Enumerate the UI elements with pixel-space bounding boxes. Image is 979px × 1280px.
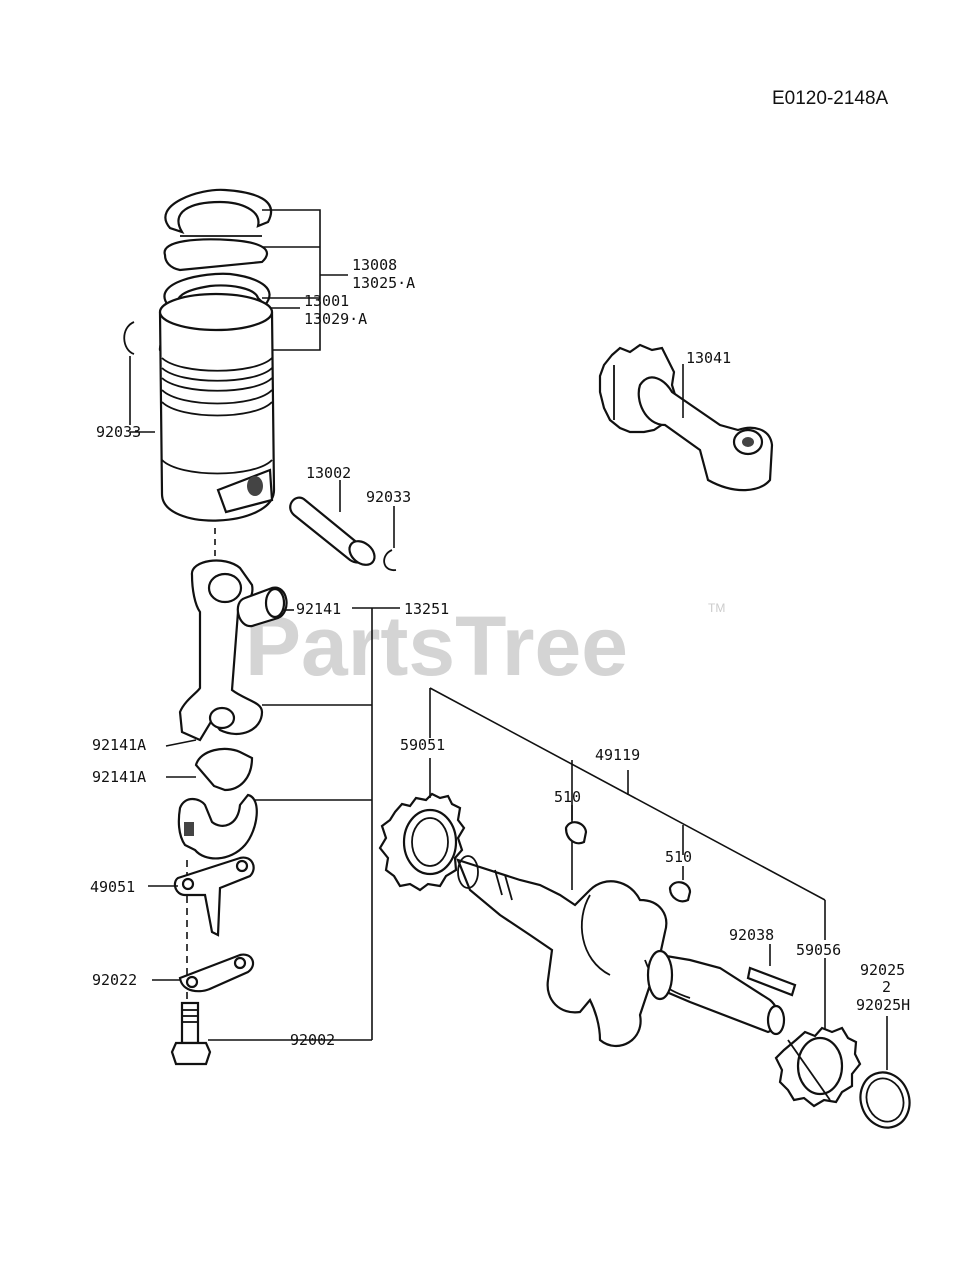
piston[interactable] (158, 292, 276, 522)
part-label-92033-right[interactable]: 92033 (366, 488, 411, 506)
part-label-59051[interactable]: 59051 (400, 736, 445, 754)
part-label-92033-left[interactable]: 92033 (96, 423, 141, 441)
part-label-13002[interactable]: 13002 (306, 464, 351, 482)
part-label-92038[interactable]: 92038 (729, 926, 774, 944)
crankshaft[interactable] (456, 855, 786, 1047)
part-label-92025h[interactable]: 92025H (856, 996, 910, 1014)
part-label-510-lower[interactable]: 510 (665, 848, 692, 866)
balancer-drive-gear[interactable] (774, 1026, 862, 1108)
bearing-insert[interactable] (194, 747, 254, 792)
crankshaft-gear[interactable] (378, 792, 466, 892)
circlip[interactable] (383, 549, 397, 571)
connecting-rod-bolt[interactable] (170, 1001, 212, 1066)
part-label-13251[interactable]: 13251 (404, 600, 449, 618)
piston-ring[interactable] (163, 238, 268, 272)
part-label-92022[interactable]: 92022 (92, 971, 137, 989)
piston-pin[interactable] (289, 496, 379, 570)
part-label-510-upper[interactable]: 510 (554, 788, 581, 806)
part-label-13029a[interactable]: 13029·A (304, 310, 367, 328)
thrust-washer[interactable] (853, 1065, 917, 1134)
part-label-13001[interactable]: 13001 (304, 292, 349, 310)
connecting-rod-cap[interactable] (177, 793, 258, 860)
part-label-92002[interactable]: 92002 (290, 1031, 335, 1049)
part-label-92025-separator: 2 (882, 978, 891, 996)
bushing[interactable] (236, 586, 288, 628)
parallel-key[interactable] (746, 966, 797, 997)
part-label-59056[interactable]: 59056 (796, 941, 841, 959)
woodruff-key[interactable] (668, 881, 692, 903)
part-label-49051[interactable]: 49051 (90, 878, 135, 896)
part-label-13041[interactable]: 13041 (686, 349, 731, 367)
part-label-92025[interactable]: 92025 (860, 961, 905, 979)
part-label-92141[interactable]: 92141 (296, 600, 341, 618)
watermark: PartsTree (245, 599, 628, 693)
part-label-92141a-lower[interactable]: 92141A (92, 768, 146, 786)
balancer-gear-shaft[interactable] (598, 343, 774, 492)
lock-plate[interactable] (178, 953, 255, 993)
piston-ring[interactable] (164, 188, 273, 237)
part-label-13008[interactable]: 13008 (352, 256, 397, 274)
diagram-code: E0120-2148A (772, 88, 889, 109)
circlip[interactable] (123, 321, 135, 355)
part-label-49119[interactable]: 49119 (595, 746, 640, 764)
part-label-13025a[interactable]: 13025·A (352, 274, 415, 292)
part-label-92141a-upper[interactable]: 92141A (92, 736, 146, 754)
woodruff-key[interactable] (564, 821, 588, 845)
watermark-tm: TM (708, 601, 725, 615)
